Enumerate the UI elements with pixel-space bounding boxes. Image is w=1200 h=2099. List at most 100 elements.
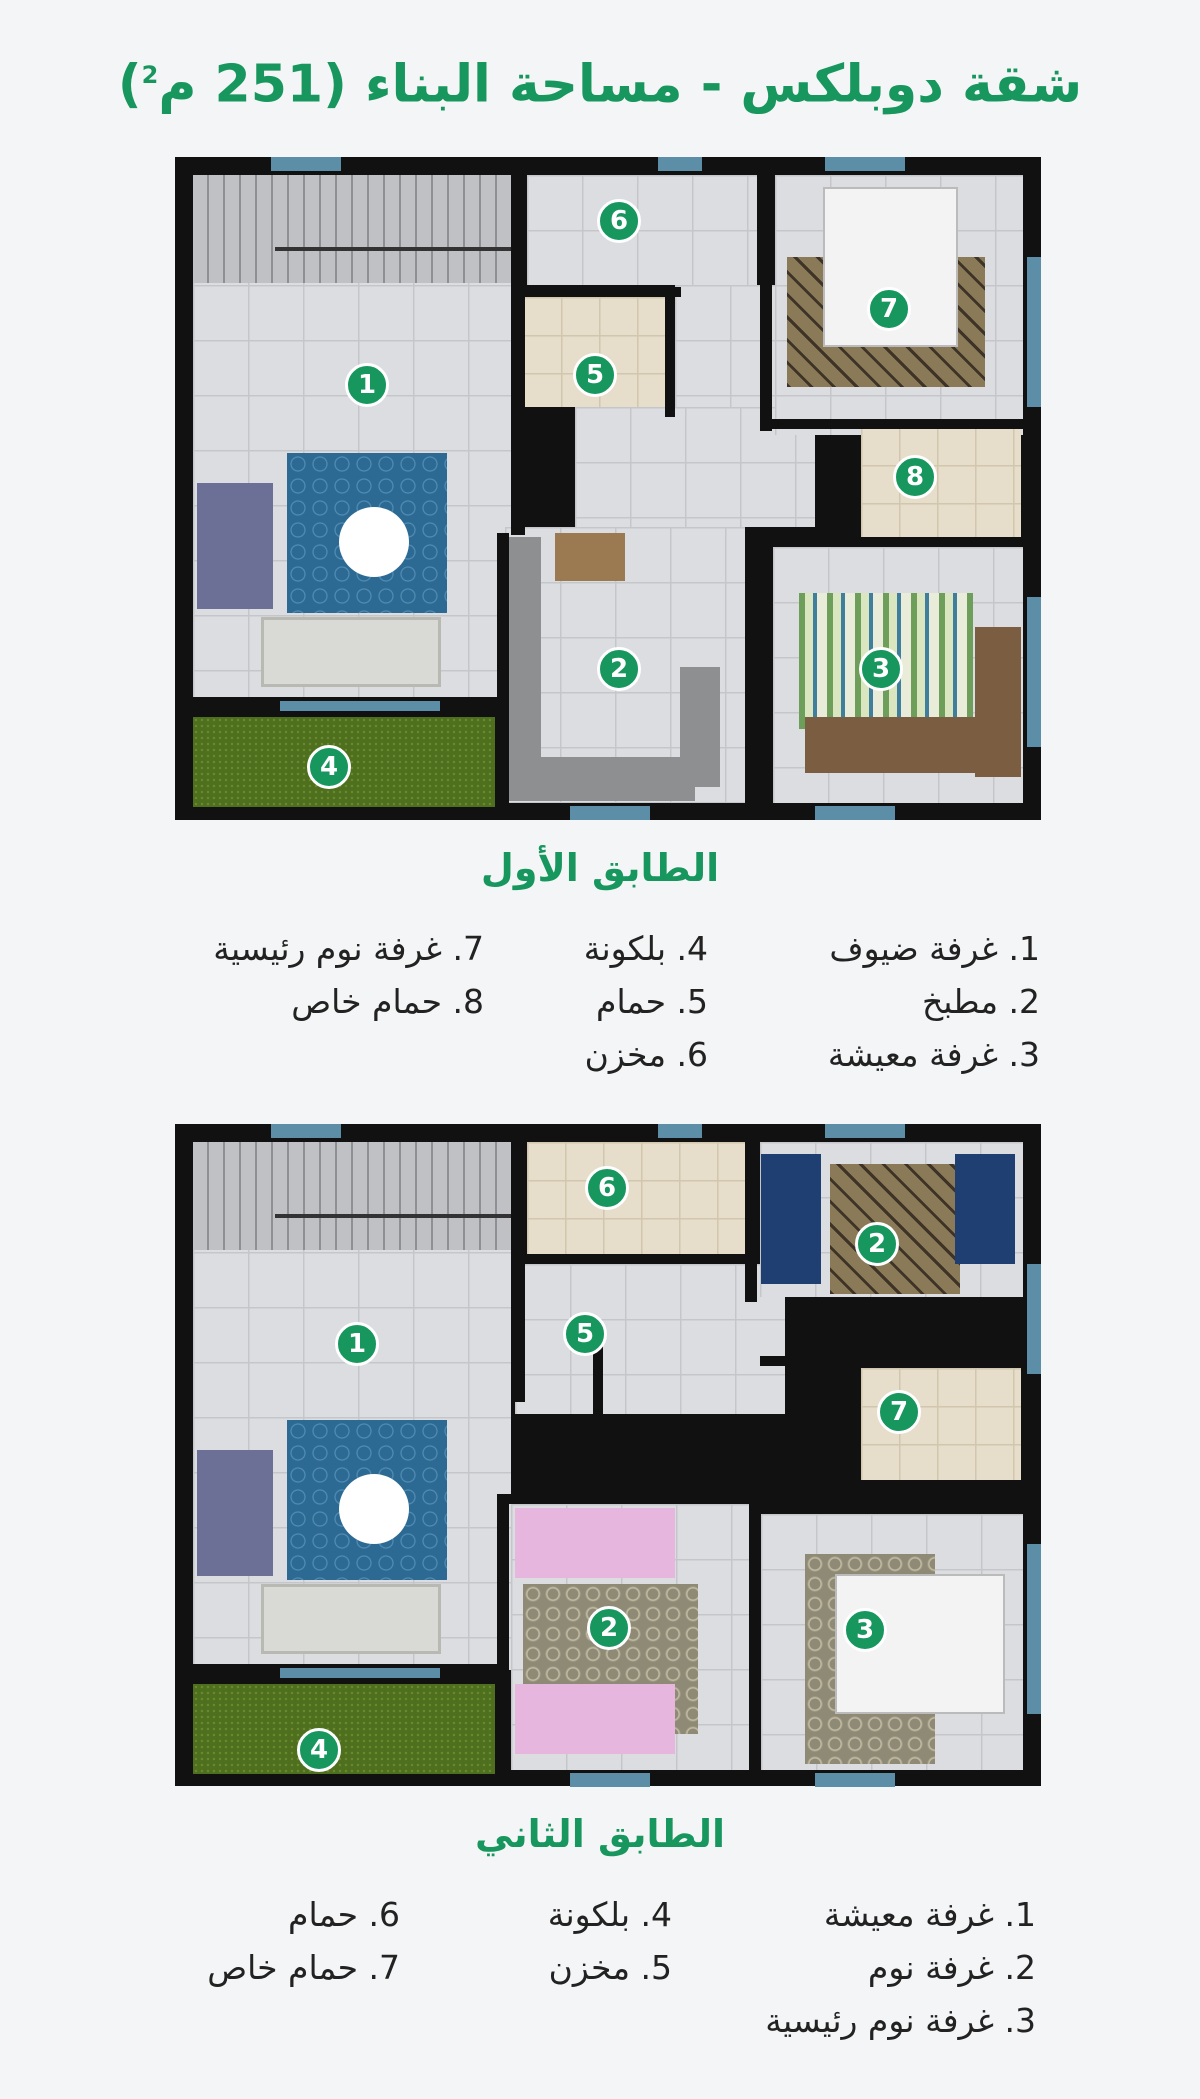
floor2-legend-item: 2. غرفة نوم xyxy=(867,1948,1036,1987)
floor2-bedroom-bed-bottom xyxy=(515,1684,675,1754)
floor2-legend-item: 5. مخزن xyxy=(548,1948,672,1987)
floor1-badge-6: 6 xyxy=(597,199,641,243)
floor2-bedroom-bed-top xyxy=(515,1508,675,1578)
floor1-heading: الطابق الأول xyxy=(480,846,720,890)
floor1-window xyxy=(815,806,895,820)
floor2-balcony-grass xyxy=(193,1684,495,1774)
floor2-window xyxy=(570,1773,650,1787)
floor1-badge-8: 8 xyxy=(893,455,937,499)
floor1-window xyxy=(280,701,440,711)
title-superscript: 2 xyxy=(141,61,159,89)
floor1-legend-item: 5. حمام xyxy=(596,982,708,1021)
floor2-legend-col1: 1. غرفة معيشة 2. غرفة نوم 3. غرفة نوم رئ… xyxy=(765,1888,1036,2047)
title-text: شقة دوبلكس - مساحة البناء (251 م xyxy=(158,54,1083,115)
floor1-window xyxy=(570,806,650,820)
floor1-window xyxy=(271,157,341,171)
floor2-wall xyxy=(745,1142,757,1302)
floor1-wall xyxy=(497,533,509,818)
floor2-hall-floor xyxy=(515,1264,785,1414)
floor2-bath-floor xyxy=(527,1142,745,1254)
floor2-heading: الطابق الثاني xyxy=(474,1812,726,1856)
page-title: شقة دوبلكس - مساحة البناء (251 م2) xyxy=(0,40,1200,119)
floor2-window xyxy=(825,1124,905,1138)
floor2-wall xyxy=(511,1254,741,1264)
floor1-badge-5: 5 xyxy=(573,353,617,397)
floor2-badge-1: 1 xyxy=(335,1322,379,1366)
floor2-stairs xyxy=(193,1142,513,1250)
floor1-legend-col2: 4. بلكونة 5. حمام 6. مخزن xyxy=(584,922,708,1081)
floor1-legend-item: 3. غرفة معيشة xyxy=(827,1035,1040,1074)
floor1-wall xyxy=(761,537,773,817)
floor1-legend-col1: 1. غرفة ضيوف 2. مطبخ 3. غرفة معيشة xyxy=(828,922,1040,1081)
floor1-room1-armchair xyxy=(197,483,273,609)
floor1-kitchen-counter-left xyxy=(505,537,541,797)
floor1-window xyxy=(825,157,905,171)
floor1-legend-item: 2. مطبخ xyxy=(922,982,1040,1021)
floor2-window xyxy=(1027,1544,1041,1714)
floor1-legend-item: 1. غرفة ضيوف xyxy=(829,929,1040,968)
floor2-bedroom2-bed-left xyxy=(761,1154,821,1284)
floor2-plan: 1 2 2 3 4 5 6 7 xyxy=(175,1124,1041,1787)
floor1-plan: 1 2 3 4 5 6 7 8 xyxy=(175,157,1041,820)
floor2-wall xyxy=(511,1142,525,1402)
title-close: ) xyxy=(117,54,142,115)
floor1-wall xyxy=(511,287,681,297)
floor1-wall xyxy=(760,419,1023,429)
floor2-bedroom2-bed-right xyxy=(955,1154,1015,1264)
floor1-kitchen-shelf xyxy=(555,533,625,581)
floor1-wall xyxy=(765,537,1023,547)
floor1-room1-rug xyxy=(287,453,447,613)
floor1-legend-item: 6. مخزن xyxy=(584,1035,708,1074)
floor1-window xyxy=(1027,257,1041,407)
floor1-window xyxy=(658,157,702,171)
floor1-badge-2: 2 xyxy=(597,647,641,691)
floor1-legend-col3: 7. غرفة نوم رئيسية 8. حمام خاص xyxy=(213,922,484,1028)
floor1-legend-item: 8. حمام خاص xyxy=(291,982,484,1021)
floor2-room1-sofa xyxy=(261,1584,441,1654)
floor1-room1-table xyxy=(339,507,409,577)
floor2-stair-rail xyxy=(275,1214,513,1218)
floor2-legend-col3: 6. حمام 7. حمام خاص xyxy=(207,1888,400,1994)
floor2-wall xyxy=(749,1504,761,1784)
floor2-wall xyxy=(593,1324,603,1444)
floor2-badge-7: 7 xyxy=(877,1390,921,1434)
floor1-living-sofa-side xyxy=(975,627,1021,777)
floor2-legend-item: 6. حمام xyxy=(288,1895,400,1934)
floor2-badge-4: 4 xyxy=(297,1728,341,1772)
floor1-badge-1: 1 xyxy=(345,363,389,407)
floor2-legend-item: 1. غرفة معيشة xyxy=(823,1895,1036,1934)
floor2-window xyxy=(280,1668,440,1678)
floor2-window xyxy=(815,1773,895,1787)
floor2-wall xyxy=(497,1494,667,1504)
floor2-badge-3: 3 xyxy=(843,1608,887,1652)
floor2-window xyxy=(1027,1264,1041,1374)
floor2-legend-col2: 4. بلكونة 5. مخزن xyxy=(548,1888,672,1994)
floor2-room1-armchair xyxy=(197,1450,273,1576)
floor1-stairs xyxy=(193,175,513,283)
floor2-badge-5: 5 xyxy=(563,1312,607,1356)
floor2-wall xyxy=(760,1504,1023,1514)
floor1-wall xyxy=(760,175,772,431)
floor1-legend-item: 7. غرفة نوم رئيسية xyxy=(213,929,484,968)
floor2-private-bath-floor xyxy=(861,1368,1021,1480)
floor1-badge-4: 4 xyxy=(307,745,351,789)
floor2-legend-item: 4. بلكونة xyxy=(547,1895,672,1934)
floor1-badge-3: 3 xyxy=(859,647,903,691)
floor1-stair-rail xyxy=(275,247,513,251)
floor2-room1-rug xyxy=(287,1420,447,1580)
floor2-room1-table xyxy=(339,1474,409,1544)
floor1-window xyxy=(1027,597,1041,747)
floor2-legend-item: 7. حمام خاص xyxy=(207,1948,400,1987)
floor2-legend-item: 3. غرفة نوم رئيسية xyxy=(765,2001,1036,2040)
floor2-window xyxy=(271,1124,341,1138)
floor1-private-bath-floor xyxy=(861,427,1021,543)
floor1-storage-floor xyxy=(527,175,757,285)
floor2-badge-6: 6 xyxy=(585,1166,629,1210)
floor2-badge-2: 2 xyxy=(855,1222,899,1266)
floor1-room1-sofa xyxy=(261,617,441,687)
floor1-badge-7: 7 xyxy=(867,287,911,331)
floor1-legend-item: 4. بلكونة xyxy=(583,929,708,968)
floor2-wall xyxy=(760,1356,1023,1366)
floor1-wall xyxy=(511,175,525,535)
floor1-wall xyxy=(665,287,675,417)
